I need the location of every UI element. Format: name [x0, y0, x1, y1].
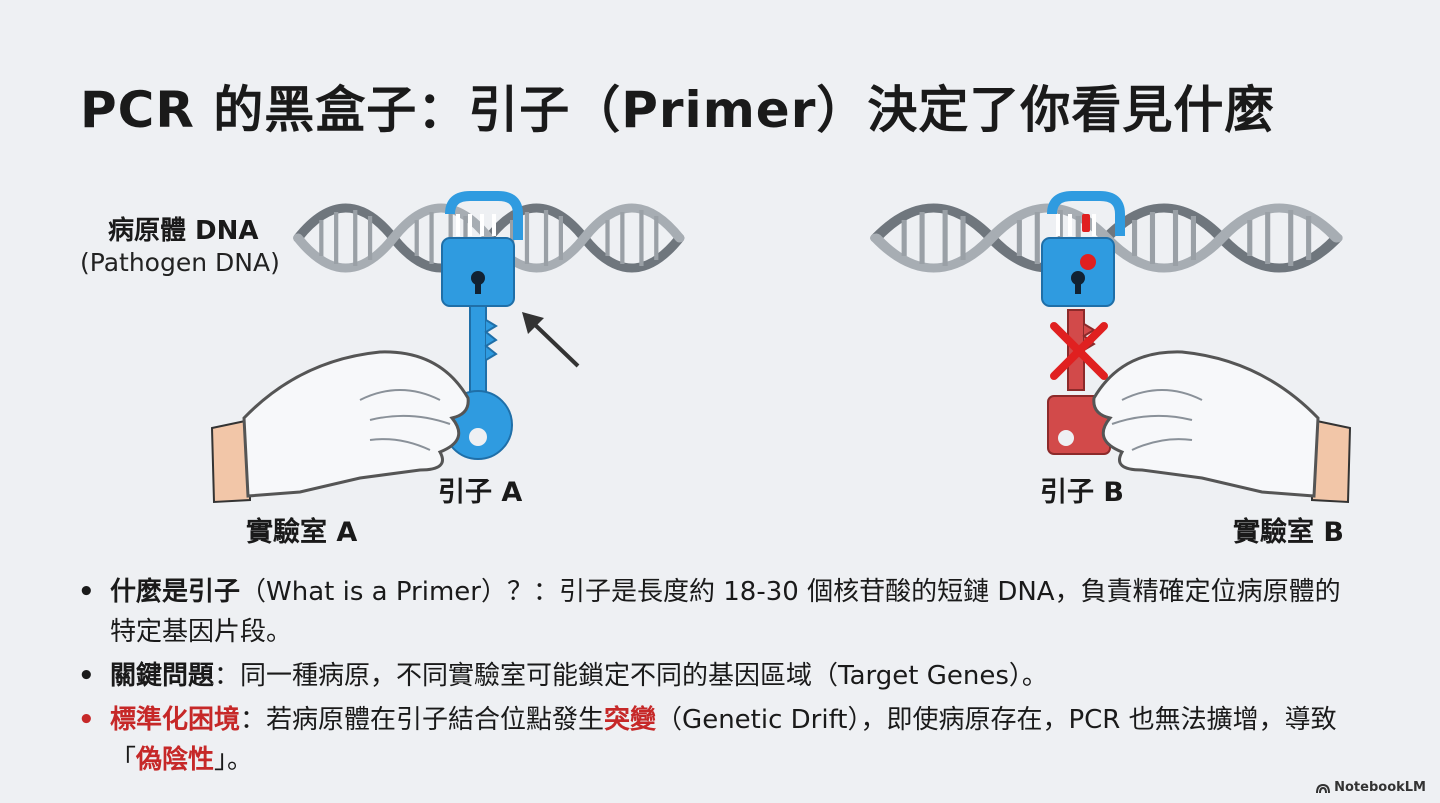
primer-a-label: 引子 A [438, 477, 523, 508]
lock-icon [1041, 191, 1125, 307]
bullet-body: 」。 [214, 745, 254, 775]
notebooklm-logo-icon [1316, 783, 1331, 793]
x-mark-icon [1050, 322, 1108, 380]
page-title: PCR 的黑盒子：引子（Primer）決定了你看見什麼 [80, 81, 1276, 139]
bullet-dot: • [78, 705, 95, 735]
mutation-mark-icon [1080, 214, 1096, 270]
footer-brand: NotebookLM [1316, 780, 1426, 795]
pathogen-dna-label: 病原體 DNA [108, 216, 259, 246]
bullet-dot: • [78, 577, 95, 607]
bullet-body: 引子是長度約 18-30 個核苷酸的短鏈 DNA，負責精確定位病原體的特定基因片… [110, 577, 1341, 647]
gloved-hand-icon [210, 350, 470, 504]
bullet-dot: • [78, 661, 95, 691]
bullet-head-en: （What is a Primer）？： [240, 577, 559, 607]
bullet-head: 什麼是引子 [110, 577, 241, 607]
bullet-list: • 什麼是引子（What is a Primer）？：引子是長度約 18-30 … [76, 572, 1366, 784]
gloved-hand-icon [1092, 350, 1352, 504]
lab-b-label: 實驗室 B [1233, 517, 1344, 548]
primer-illustration [210, 191, 1352, 504]
list-item: • 什麼是引子（What is a Primer）？：引子是長度約 18-30 … [76, 572, 1366, 652]
lab-a-label: 實驗室 A [246, 517, 358, 548]
list-item: • 關鍵問題：同一種病原，不同實驗室可能鎖定不同的基因區域（Target Gen… [76, 656, 1366, 696]
arrow-icon [522, 312, 580, 368]
bullet-head: 關鍵問題 [110, 661, 215, 691]
primer-b-label: 引子 B [1040, 477, 1124, 508]
bullet-body: （Genetic Drift），即使病原存在，PCR 也無法擴增，導致「 [110, 705, 1337, 775]
bullet-body: ：若病原體在引子結合位點發生 [240, 705, 605, 735]
emphasis-false-negative: 偽陰性 [136, 745, 215, 775]
footer-label: NotebookLM [1334, 780, 1426, 795]
bullet-body: ：同一種病原，不同實驗室可能鎖定不同的基因區域（Target Genes）。 [214, 661, 1048, 691]
emphasis-mutation: 突變 [604, 705, 657, 735]
pathogen-dna-en-label: (Pathogen DNA) [80, 248, 280, 277]
lock-icon [441, 191, 523, 307]
bullet-head: 標準化困境 [110, 705, 241, 735]
list-item: • 標準化困境：若病原體在引子結合位點發生突變（Genetic Drift），即… [76, 700, 1366, 780]
